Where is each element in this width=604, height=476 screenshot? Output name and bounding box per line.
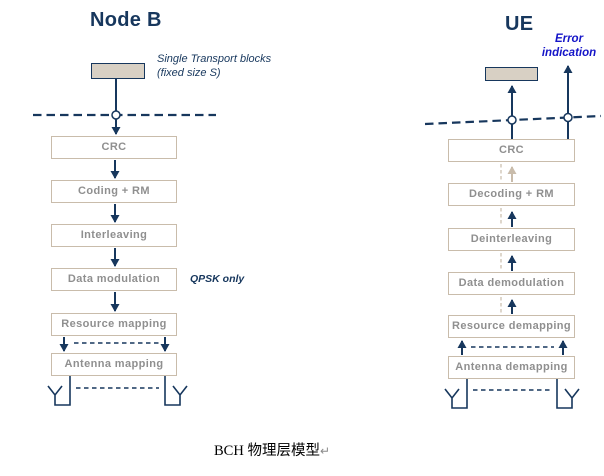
ue-flow-arrows xyxy=(457,65,573,355)
stage-box-antenna-demapping: Antenna demapping xyxy=(448,356,575,379)
transport-block-note: Single Transport blocks (fixed size S) xyxy=(157,52,292,80)
stage-box-resource-mapping: Resource mapping xyxy=(51,313,177,336)
stage-box-crc-ue: CRC xyxy=(448,139,575,162)
antenna-icon xyxy=(164,376,188,406)
transport-block-note-line1: Single Transport blocks xyxy=(157,53,272,65)
paragraph-mark: ↵ xyxy=(319,444,331,458)
diagram-caption: BCH 物理层模型↵ xyxy=(214,439,330,460)
nodeb-air-interface-line xyxy=(33,110,216,120)
transport-block xyxy=(485,67,538,81)
stage-box-antenna-mapping: Antenna mapping xyxy=(51,353,177,376)
stage-box-coding-rm: Coding + RM xyxy=(51,180,177,203)
transport-block xyxy=(91,63,145,79)
ue-title: UE xyxy=(505,13,534,35)
error-indication-line2: indication xyxy=(541,46,597,59)
error-indication-note: Error indication xyxy=(535,33,603,60)
stage-box-data-demodulation: Data demodulation xyxy=(448,272,575,295)
stage-box-resource-demapping: Resource demapping xyxy=(448,315,575,338)
crossing-node-icon xyxy=(563,112,573,123)
error-indication-line1: Error xyxy=(554,33,584,45)
qpsk-note: QPSK only xyxy=(190,273,245,285)
antenna-icon xyxy=(444,379,468,409)
nodeb-title: Node B xyxy=(90,9,162,31)
stage-box-decoding-rm: Decoding + RM xyxy=(448,183,575,206)
nodeb-flow-arrows xyxy=(59,79,170,352)
transport-block-note-line2: (fixed size S) xyxy=(157,67,221,79)
stage-box-crc: CRC xyxy=(51,136,177,159)
stage-box-deinterleaving: Deinterleaving xyxy=(448,228,575,251)
crossing-node-icon xyxy=(507,115,517,125)
antenna-icon xyxy=(47,376,71,406)
crossing-node-icon xyxy=(111,110,121,120)
nodeb-antennas xyxy=(47,376,188,406)
ue-antennas xyxy=(444,379,580,409)
stage-box-interleaving: Interleaving xyxy=(51,224,177,247)
stage-box-data-modulation: Data modulation xyxy=(51,268,177,291)
antenna-icon xyxy=(556,379,580,409)
caption-text: BCH 物理层模型 xyxy=(214,443,320,459)
ue-air-interface-line xyxy=(424,112,602,126)
